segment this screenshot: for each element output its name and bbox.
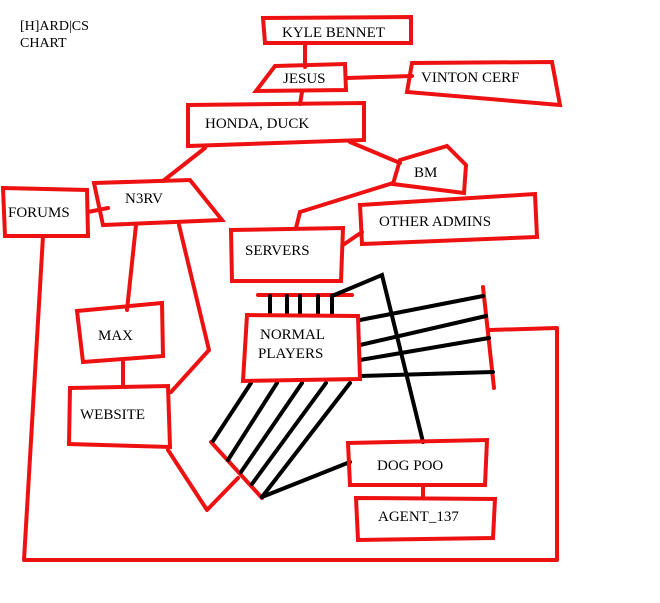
edge-jesus-vinton [345,74,414,80]
node-servers-label: SERVERS [245,243,310,259]
edge-honda-bm [348,140,402,165]
chart-title-line1: [H]ARD|CS [20,19,89,34]
node-vinton-cerf-label: VINTON CERF [421,70,519,86]
node-max-label: MAX [98,328,133,344]
edge-servers-dogpoo [330,272,425,444]
node-honda-duck[interactable]: HONDA, DUCK [186,100,366,149]
node-dog-poo[interactable]: DOG POO [345,437,490,487]
player-link-l5 [260,381,352,499]
player-link-l4 [250,381,328,486]
black-connectors [211,272,495,499]
player-link-l2 [226,381,279,462]
edge-honda-n3rv [161,146,207,183]
node-other-admins[interactable]: OTHER ADMINS [357,191,540,247]
node-bm-label: BM [414,165,437,181]
node-n3rv[interactable]: N3RV [91,177,227,228]
edge-website-v [166,448,240,512]
node-website[interactable]: WEBSITE [66,383,173,450]
node-forums[interactable]: FORUMS [0,185,91,238]
node-normal-players[interactable]: NORMAL PLAYERS [240,312,363,384]
node-agent-137[interactable]: AGENT_137 [353,495,498,543]
node-servers[interactable]: SERVERS [228,225,346,283]
edge-forums-loop [22,234,559,562]
player-link-r4 [358,370,495,378]
node-honda-duck-label: HONDA, DUCK [205,116,309,132]
edge-n3rv-max [125,223,138,312]
player-link-r2 [358,314,488,347]
node-website-label: WEBSITE [80,407,145,423]
edge-players-dogpoo [260,460,352,499]
node-kyle-bennet[interactable]: KYLE BENNET [260,14,413,45]
node-bm[interactable]: BM [390,143,469,196]
players-left-bar [209,440,264,500]
node-n3rv-label: N3RV [125,191,163,207]
node-normal-players-label-2: PLAYERS [258,346,323,362]
node-jesus[interactable]: JESUS [251,61,349,94]
player-link-r3 [358,336,491,362]
node-jesus-label: JESUS [283,71,326,87]
node-vinton-cerf[interactable]: VINTON CERF [404,59,563,108]
node-normal-players-label-1: NORMAL [260,327,325,343]
edge-bm-servers-b [294,210,302,230]
node-forums-label: FORUMS [8,205,70,221]
node-kyle-bennet-label: KYLE BENNET [282,25,385,41]
edge-n3rv-website [169,223,211,394]
player-link-r1 [358,294,485,322]
node-max[interactable]: MAX [74,300,166,365]
player-link-l1 [211,381,253,443]
node-dog-poo-label: DOG POO [377,458,443,474]
node-other-admins-label: OTHER ADMINS [379,214,491,230]
chart-title-line2: CHART [20,36,67,51]
player-link-l3 [239,381,304,474]
node-agent-137-label: AGENT_137 [378,509,459,525]
edge-servers-admins [341,230,364,247]
edge-bm-servers [298,181,395,214]
